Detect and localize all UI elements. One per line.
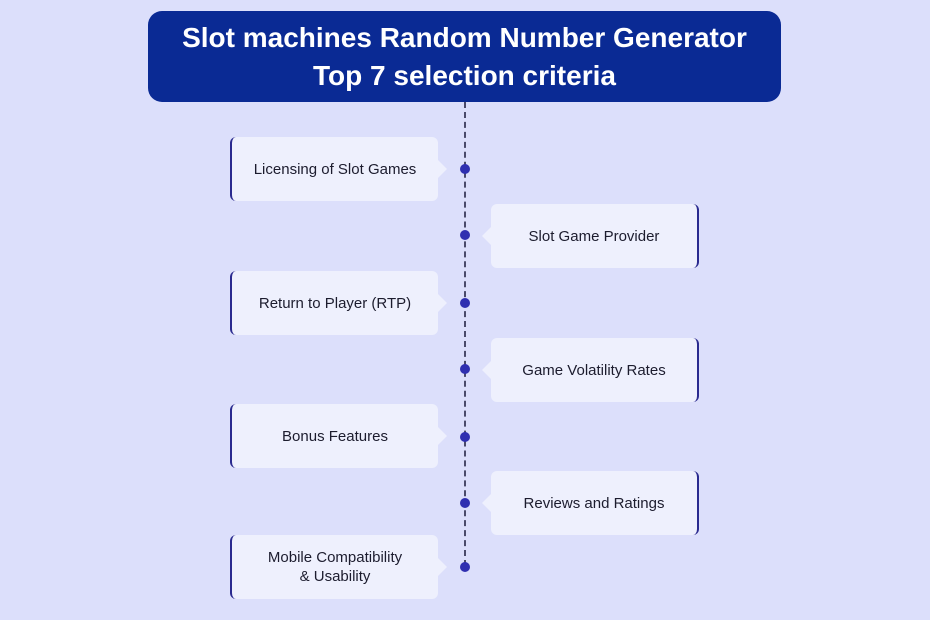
criterion-card-rtp: Return to Player (RTP) [230, 271, 447, 335]
criterion-label: Licensing of Slot Games [253, 160, 417, 178]
criterion-label: Slot Game Provider [528, 227, 660, 245]
timeline-dot-4 [460, 364, 470, 374]
criterion-card-volatility: Game Volatility Rates [482, 338, 699, 402]
criterion-label-line-2: & Usability [299, 568, 371, 585]
criterion-card-mobile: Mobile Compatibility & Usability [230, 535, 447, 599]
criterion-label: Bonus Features [282, 427, 388, 445]
criterion-card-licensing: Licensing of Slot Games [230, 137, 447, 201]
diagram-title: Slot machines Random Number Generator To… [148, 11, 781, 102]
criterion-label-line-1: Mobile Compatibility [267, 549, 403, 566]
timeline-dot-7 [460, 562, 470, 572]
timeline-line [464, 102, 466, 566]
criterion-label: Reviews and Ratings [523, 494, 665, 512]
title-line-1: Slot machines Random Number Generator [182, 21, 747, 53]
timeline-dot-3 [460, 298, 470, 308]
timeline-dot-1 [460, 164, 470, 174]
criterion-card-bonus: Bonus Features [230, 404, 447, 468]
criterion-card-reviews: Reviews and Ratings [482, 471, 699, 535]
criterion-card-provider: Slot Game Provider [482, 204, 699, 268]
timeline-dot-5 [460, 432, 470, 442]
criterion-label: Game Volatility Rates [522, 361, 666, 379]
timeline-dot-6 [460, 498, 470, 508]
title-line-2: Top 7 selection criteria [313, 59, 616, 91]
criterion-label: Return to Player (RTP) [258, 294, 412, 312]
timeline-dot-2 [460, 230, 470, 240]
